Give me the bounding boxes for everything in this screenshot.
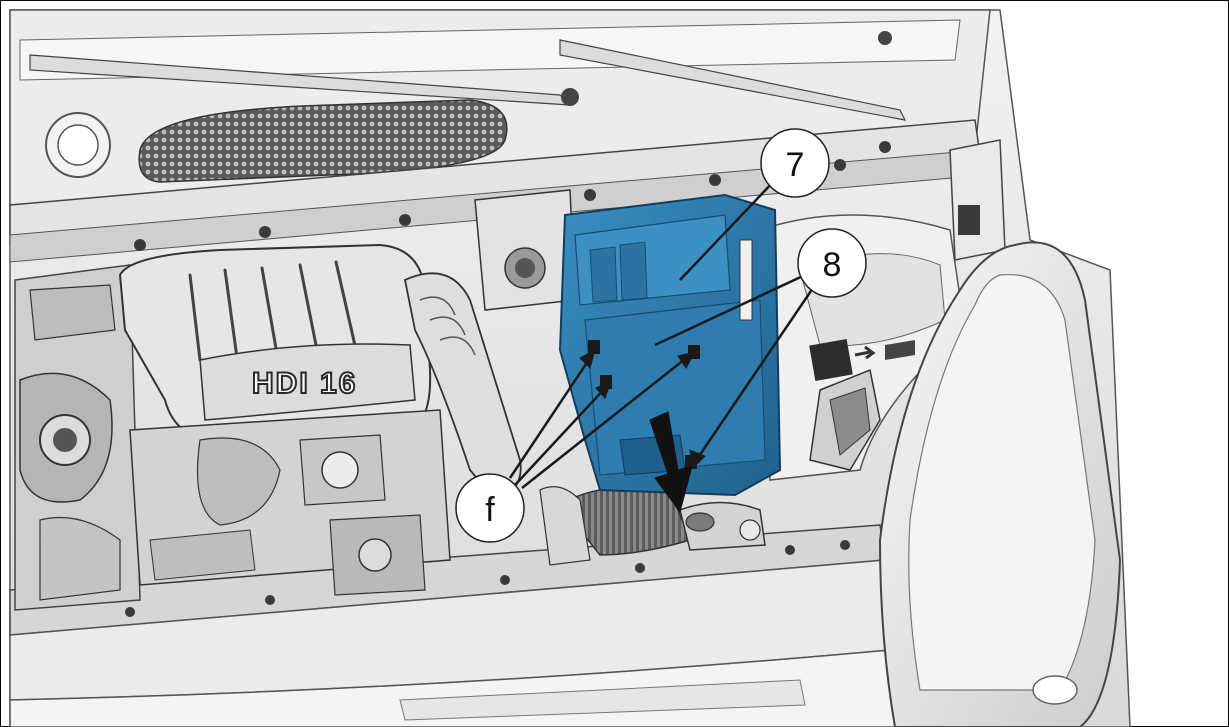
leader-lines — [508, 179, 817, 489]
release-arrow — [649, 411, 693, 514]
battery-cover — [558, 193, 782, 497]
callout-7-label: 7 — [786, 146, 805, 184]
clip-1 — [588, 340, 600, 354]
callout-f-label: f — [485, 491, 495, 529]
callout-7: 7 — [760, 128, 830, 198]
engine: HDI 16 — [14, 189, 766, 611]
engine-cover-label: HDI 16 — [252, 367, 357, 400]
callout-f: f — [455, 473, 525, 543]
callout-8: 8 — [797, 228, 867, 298]
headlight — [878, 241, 1122, 727]
cowl-vent-grille — [138, 99, 508, 183]
callout-8-label: 8 — [823, 246, 842, 284]
